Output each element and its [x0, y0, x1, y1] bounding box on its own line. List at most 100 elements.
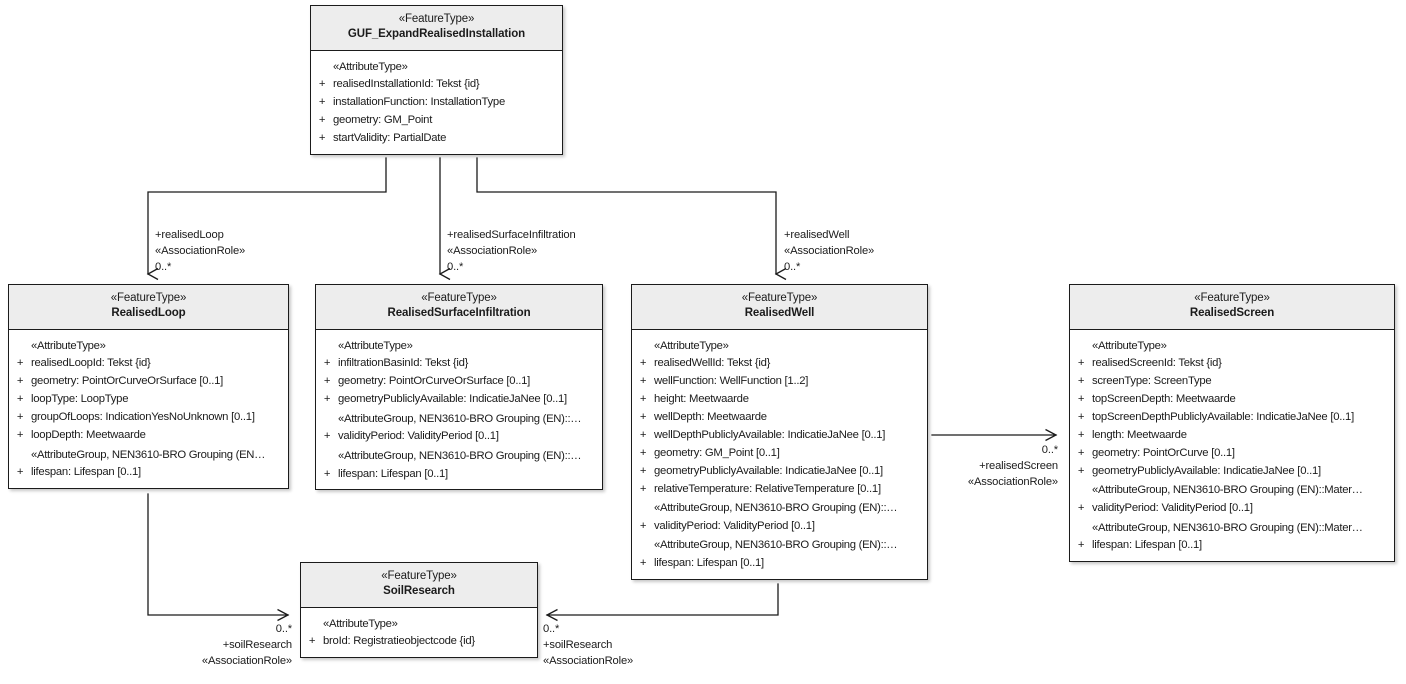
attribute-row[interactable]: + geometryPubliclyAvailable: IndicatieJa… — [632, 462, 927, 480]
attribute-text: geometry: PointOrCurve [0..1] — [1092, 447, 1235, 459]
attribute-row[interactable]: + lifespan: Lifespan [0..1] — [632, 555, 927, 573]
class-stereotype: «FeatureType» — [421, 292, 497, 304]
class-realisedscreen[interactable]: «FeatureType» RealisedScreen «AttributeT… — [1069, 284, 1395, 562]
class-stereotype: «FeatureType» — [398, 13, 475, 25]
visibility-marker: + — [308, 635, 316, 648]
edge-realisedloop-to-soilresearch — [147, 493, 290, 622]
attribute-group-label: «AttributeGroup, NEN3610-BRO Grouping (E… — [654, 502, 898, 515]
attribute-row[interactable]: + realisedInstallationId: Tekst {id} — [311, 76, 562, 94]
visibility-marker: + — [639, 482, 647, 495]
attribute-group-label: «AttributeType» — [323, 617, 398, 630]
attribute-row[interactable]: + geometry: GM_Point [0..1] — [632, 445, 927, 463]
attribute-group-label: «AttributeGroup, NEN3610-BRO Grouping (E… — [338, 449, 582, 462]
association-multiplicity: 0..* — [1041, 444, 1058, 456]
class-realisedwell[interactable]: «FeatureType» RealisedWell «AttributeTyp… — [631, 284, 928, 580]
attribute-group-label: «AttributeType» — [654, 339, 729, 352]
association-role: +soilResearch — [222, 638, 292, 651]
attribute-text: geometry: PointOrCurveOrSurface [0..1] — [31, 376, 224, 388]
class-realisedloop[interactable]: «FeatureType» RealisedLoop «AttributeTyp… — [8, 284, 289, 489]
visibility-marker: + — [16, 428, 24, 441]
class-guf-expandrealisedinstallation[interactable]: «FeatureType» GUF_ExpandRealisedInstalla… — [310, 5, 563, 155]
attribute-row[interactable]: + lifespan: Lifespan [0..1] — [316, 465, 602, 483]
attribute-row[interactable]: + validityPeriod: ValidityPeriod [0..1] — [316, 428, 602, 446]
association-label-realisedloop: +realisedLoop «AssociationRole» 0..* — [155, 228, 245, 276]
attribute-row[interactable]: + realisedScreenId: Tekst {id} — [1070, 355, 1394, 373]
attribute-row[interactable]: + loopType: LoopType — [9, 391, 288, 409]
attribute-row[interactable]: + geometryPubliclyAvailable: IndicatieJa… — [1070, 462, 1394, 480]
attribute-row[interactable]: + loopDepth: Meetwaarde — [9, 427, 288, 445]
attribute-row[interactable]: + wellFunction: WellFunction [1..2] — [632, 373, 927, 391]
visibility-marker: + — [1077, 375, 1085, 388]
attribute-row[interactable]: + geometry: PointOrCurveOrSurface [0..1] — [9, 373, 288, 391]
attribute-row[interactable]: + wellDepth: Meetwaarde — [632, 409, 927, 427]
visibility-marker: + — [1077, 393, 1085, 406]
class-header: «FeatureType» RealisedWell — [632, 285, 927, 330]
class-soilresearch[interactable]: «FeatureType» SoilResearch «AttributeTyp… — [300, 562, 538, 658]
visibility-marker: + — [318, 114, 326, 127]
attribute-row[interactable]: + lifespan: Lifespan [0..1] — [9, 464, 288, 482]
attribute-row[interactable]: + geometry: GM_Point — [311, 112, 562, 130]
association-role: +realisedWell — [784, 229, 850, 241]
attribute-text: wellDepthPubliclyAvailable: IndicatieJaN… — [654, 429, 886, 441]
attribute-text: wellDepth: Meetwaarde — [654, 412, 767, 424]
attribute-group-label: «AttributeGroup, NEN3610-BRO Grouping (E… — [31, 448, 266, 461]
attribute-text: length: Meetwaarde — [1092, 429, 1187, 441]
attribute-group-label: «AttributeType» — [333, 60, 408, 73]
attribute-text: geometryPubliclyAvailable: IndicatieJaNe… — [338, 394, 567, 406]
attribute-row[interactable]: + geometryPubliclyAvailable: IndicatieJa… — [316, 391, 602, 409]
attribute-text: loopType: LoopType — [31, 394, 129, 406]
class-body: «AttributeType» + realisedInstallationId… — [311, 50, 562, 154]
visibility-marker: + — [639, 519, 647, 532]
attribute-row[interactable]: + topScreenDepthPubliclyAvailable: Indic… — [1070, 409, 1394, 427]
visibility-marker: + — [323, 375, 331, 388]
edge-realisedwell-to-soilresearch — [545, 583, 779, 622]
class-header: «FeatureType» GUF_ExpandRealisedInstalla… — [311, 6, 562, 51]
visibility-marker: + — [323, 430, 331, 443]
attribute-row[interactable]: + geometry: PointOrCurveOrSurface [0..1] — [316, 373, 602, 391]
attribute-row[interactable]: + lifespan: Lifespan [0..1] — [1070, 537, 1394, 555]
attribute-row[interactable]: + startValidity: PartialDate — [311, 130, 562, 148]
attribute-group-label: «AttributeGroup, NEN3610-BRO Grouping (E… — [1092, 484, 1363, 497]
attribute-row[interactable]: + realisedWellId: Tekst {id} — [632, 355, 927, 373]
attribute-group-label: «AttributeGroup, NEN3610-BRO Grouping (E… — [654, 539, 898, 552]
class-name: RealisedWell — [744, 307, 815, 320]
attribute-row[interactable]: + length: Meetwaarde — [1070, 427, 1394, 445]
attribute-row[interactable]: + realisedLoopId: Tekst {id} — [9, 355, 288, 373]
visibility-marker: + — [16, 393, 24, 406]
attribute-text: installationFunction: InstallationType — [333, 97, 505, 109]
attribute-row[interactable]: + screenType: ScreenType — [1070, 373, 1394, 391]
visibility-marker: + — [318, 132, 326, 145]
attribute-text: loopDepth: Meetwaarde — [31, 429, 146, 441]
association-label-soilresearch-from-loop: 0..* +soilResearch «AssociationRole» — [150, 622, 292, 670]
attribute-row[interactable]: + validityPeriod: ValidityPeriod [0..1] — [1070, 500, 1394, 518]
attribute-text: screenType: ScreenType — [1092, 376, 1212, 388]
attribute-row[interactable]: + groupOfLoops: IndicationYesNoUnknown [… — [9, 409, 288, 427]
class-header: «FeatureType» RealisedSurfaceInfiltratio… — [316, 285, 602, 330]
attribute-text: geometry: PointOrCurveOrSurface [0..1] — [338, 376, 531, 388]
class-realisedsurfaceinfiltration[interactable]: «FeatureType» RealisedSurfaceInfiltratio… — [315, 284, 603, 491]
attribute-row[interactable]: + height: Meetwaarde — [632, 391, 927, 409]
class-header: «FeatureType» RealisedScreen — [1070, 285, 1394, 330]
attribute-row[interactable]: + infiltrationBasinId: Tekst {id} — [316, 355, 602, 373]
attribute-row[interactable]: + wellDepthPubliclyAvailable: IndicatieJ… — [632, 427, 927, 445]
visibility-marker: + — [1077, 411, 1085, 424]
attribute-row[interactable]: + topScreenDepth: Meetwaarde — [1070, 391, 1394, 409]
visibility-marker: + — [16, 411, 24, 424]
attribute-row[interactable]: + validityPeriod: ValidityPeriod [0..1] — [632, 518, 927, 536]
attribute-row[interactable]: + installationFunction: InstallationType — [311, 94, 562, 112]
attribute-row[interactable]: + broId: Registratieobjectcode {id} — [301, 633, 537, 651]
attribute-text: lifespan: Lifespan [0..1] — [31, 467, 141, 479]
class-body: «AttributeType» + realisedLoopId: Tekst … — [9, 329, 288, 488]
attribute-group-label: «AttributeType» — [1092, 339, 1167, 352]
attribute-row[interactable]: + relativeTemperature: RelativeTemperatu… — [632, 480, 927, 498]
class-header: «FeatureType» SoilResearch — [301, 563, 537, 608]
association-multiplicity: 0..* — [155, 260, 172, 273]
attribute-text: broId: Registratieobjectcode {id} — [323, 636, 475, 648]
attribute-text: infiltrationBasinId: Tekst {id} — [338, 358, 469, 370]
attribute-row[interactable]: + geometry: PointOrCurve [0..1] — [1070, 445, 1394, 463]
visibility-marker: + — [639, 393, 647, 406]
association-multiplicity: 0..* — [543, 623, 560, 635]
visibility-marker: + — [1077, 357, 1085, 370]
visibility-marker: + — [318, 96, 326, 109]
association-role: +realisedLoop — [155, 229, 224, 241]
